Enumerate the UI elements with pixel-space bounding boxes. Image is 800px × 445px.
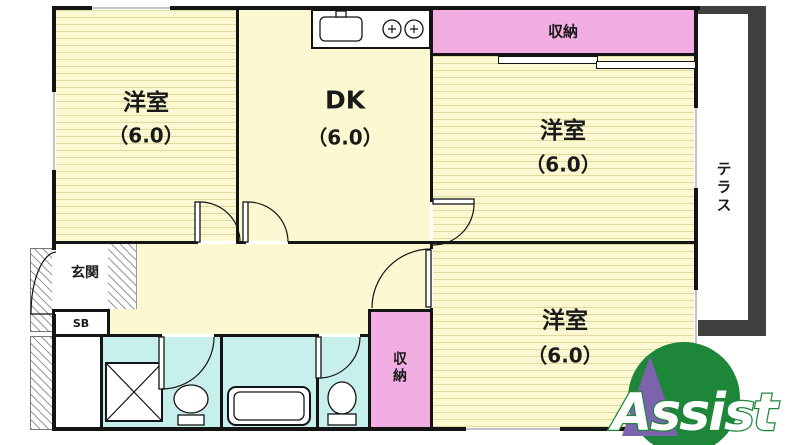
window-bottom [466, 427, 560, 431]
terrace-wall-bottom [698, 320, 766, 336]
room-top-right-size: （6.0） [525, 152, 601, 177]
door-room-top-right [432, 198, 475, 246]
wall-washroom-left [100, 334, 103, 427]
logo-triangle-icon [622, 356, 678, 436]
room-bottom-right-size: （6.0） [527, 343, 603, 368]
dk-size: （6.0） [307, 125, 383, 150]
logo-text: Assist [608, 383, 780, 443]
door-toilet [315, 336, 361, 379]
closet-bottom-floor [368, 309, 430, 427]
wall-h3-a [52, 241, 198, 244]
wall-center-mid [430, 241, 433, 249]
door-room-top-left [194, 201, 241, 243]
wall-h3-c [288, 241, 430, 244]
wall-center-upper [430, 6, 433, 202]
closet-top-floor [433, 10, 694, 53]
wall-tl-dk [236, 6, 239, 244]
room-bottom-right-name: 洋室 [542, 308, 588, 334]
door-washroom [158, 336, 215, 390]
dk-name: DK [324, 85, 366, 115]
window-top [92, 6, 170, 10]
shoe-box-label: SB [72, 316, 90, 330]
entrance-step-line [136, 244, 137, 309]
wall-wet-b [214, 334, 319, 337]
room-top-right-name: 洋室 [540, 118, 586, 144]
wall-bath-toilet [316, 334, 319, 427]
sliding-door-panel-1 [498, 56, 598, 64]
wall-bottom [52, 427, 700, 431]
terrace-wall-right [748, 6, 766, 336]
assist-logo: Assist [607, 342, 783, 445]
wash-basin-icon [173, 384, 209, 426]
entrance-label: 玄関 [71, 265, 99, 281]
closet-bottom-label: 収納 [391, 351, 407, 385]
wall-right [694, 6, 698, 431]
wall-wet-a [103, 334, 162, 337]
hall-floor-ext [110, 309, 136, 334]
shoe-box: SB [52, 309, 110, 337]
terrace-floor [698, 14, 748, 320]
wall-center-lower [430, 308, 433, 427]
door-dk [242, 201, 289, 243]
bathtub-icon [227, 386, 311, 426]
terrace-wall-top [698, 6, 766, 14]
wall-top [52, 6, 700, 10]
room-top-left-name: 洋室 [123, 90, 169, 116]
wall-h3-b [236, 241, 246, 244]
terrace-label: テラス [714, 161, 733, 215]
window-left [52, 92, 56, 170]
door-entrance [30, 251, 57, 315]
room-bottom-right-floor [433, 244, 694, 427]
wall-closet-top [433, 53, 694, 56]
wall-wet-c [360, 334, 368, 337]
toilet-icon [327, 381, 357, 426]
front-door-opening [52, 250, 56, 314]
porch-hatch-lower [30, 336, 54, 430]
kitchen-sink-and-stove-icon [311, 9, 431, 49]
entrance-floor [56, 244, 108, 309]
wall-washroom-bath [220, 334, 223, 427]
door-room-bottom-right [371, 248, 432, 309]
room-top-left-floor [56, 10, 236, 241]
hall-floor-right [368, 244, 430, 309]
hall-floor [136, 244, 368, 334]
wall-h3-right [430, 241, 694, 244]
wall-left [52, 6, 56, 431]
room-top-left-size: （6.0） [108, 123, 184, 148]
closet-top-label: 収納 [547, 22, 579, 41]
window-right-lower [694, 290, 698, 368]
entrance-step-hatch [108, 244, 136, 309]
sliding-door-panel-2 [596, 61, 696, 69]
porch-hatch-upper [30, 248, 54, 332]
window-right-upper [694, 108, 698, 188]
room-top-right-floor [433, 56, 694, 241]
washing-machine-pan-icon [105, 362, 163, 422]
